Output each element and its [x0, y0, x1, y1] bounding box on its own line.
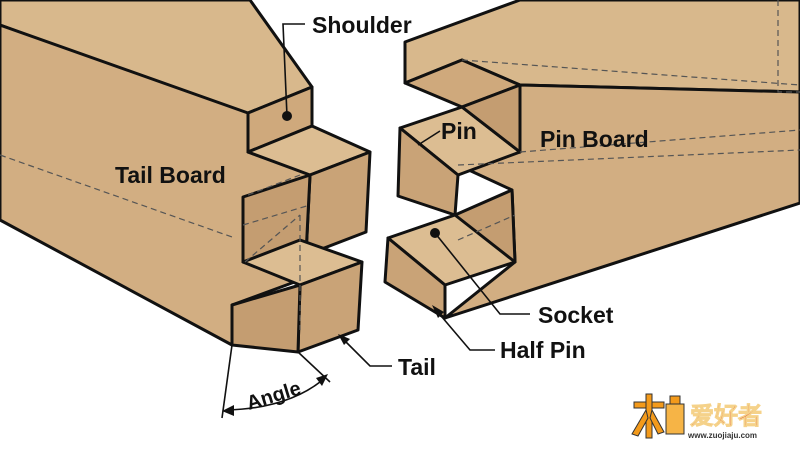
socket-leader: [434, 232, 530, 315]
pin-side: [460, 83, 522, 154]
label-angle: Angle: [244, 377, 304, 414]
label-shoulder: Shoulder: [312, 12, 412, 38]
angle-indicator: [221, 344, 331, 419]
pin-hidden-lines: [457, 0, 800, 241]
angle-ref-line: [221, 344, 233, 419]
tail-leader: [341, 337, 392, 367]
label-tail: Tail: [398, 354, 436, 380]
pin-board: [383, 0, 800, 320]
tail-hidden-lines: [0, 154, 311, 330]
angle-arc: [227, 377, 326, 411]
half-pin-arrowhead: [432, 305, 444, 318]
half-pin-leader: [435, 309, 495, 351]
label-pin: Pin: [441, 118, 477, 144]
watermark-logo-icon: [631, 393, 685, 439]
label-half-pin: Half Pin: [500, 337, 586, 363]
label-socket: Socket: [538, 302, 614, 328]
pin-leader: [417, 130, 441, 146]
half-pin-front: [383, 236, 447, 320]
angle-arrow-left: [222, 405, 234, 416]
label-pin-board: Pin Board: [540, 126, 649, 152]
label-tail-board: Tail Board: [115, 162, 226, 188]
shoulder-leader: [282, 23, 305, 117]
watermark-brand: 爱好者: [690, 402, 762, 430]
watermark: 爱好者 www.zuojiaju.com: [631, 393, 762, 440]
watermark-url: www.zuojiaju.com: [687, 431, 757, 440]
angle-arrow-right: [316, 374, 328, 386]
tail-arrowhead: [338, 334, 350, 345]
tail-board: [0, 0, 372, 354]
